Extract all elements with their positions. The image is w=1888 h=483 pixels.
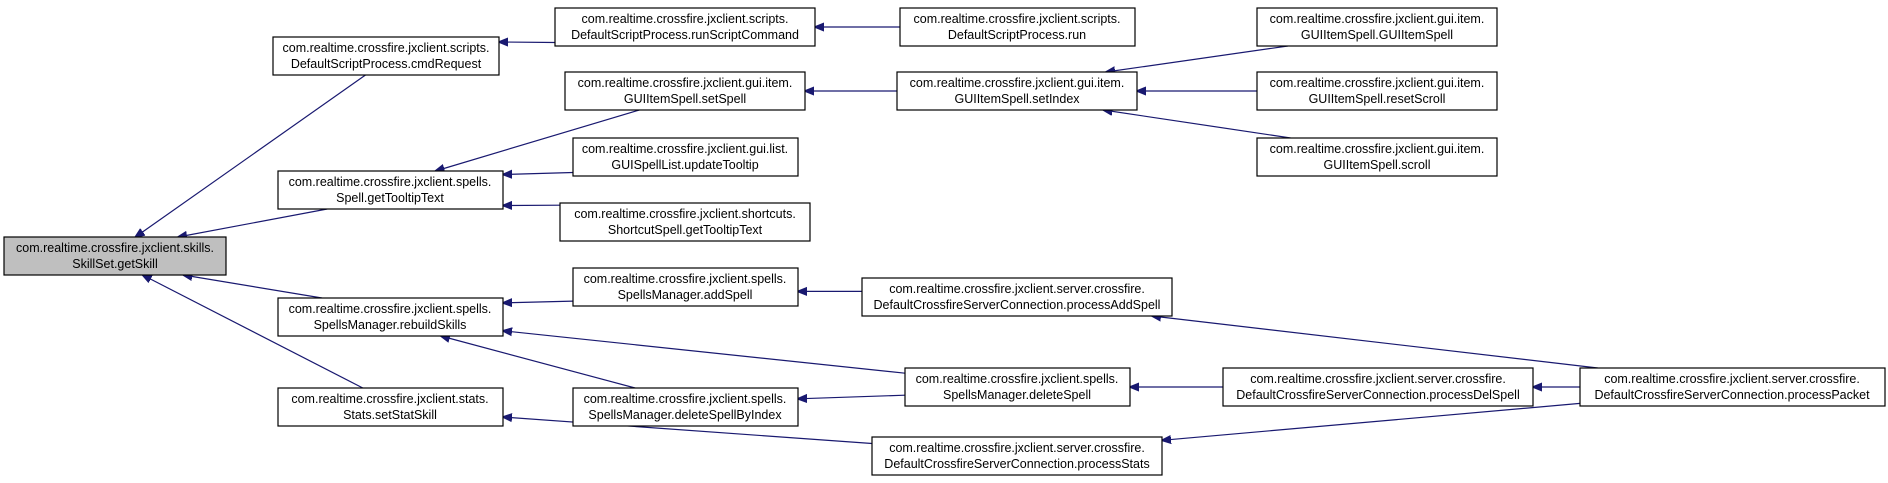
edge-guiItemSpellCtor-to-setIndex <box>1106 45 1288 72</box>
node-connection-processdelspell[interactable]: com.realtime.crossfire.jxclient.server.c… <box>1222 367 1534 407</box>
edge-line <box>1162 402 1581 440</box>
edge-runScriptCommand-to-cmdRequest <box>499 42 556 43</box>
node-package-label: com.realtime.crossfire.jxclient.gui.item… <box>1270 76 1485 90</box>
node-method-label: GUIItemSpell.scroll <box>1324 158 1431 172</box>
node-method-label: DefaultScriptProcess.cmdRequest <box>291 57 482 71</box>
node-defaultscriptprocess-runscriptcommand[interactable]: com.realtime.crossfire.jxclient.scripts.… <box>554 7 816 47</box>
node-method-label: SpellsManager.deleteSpellByIndex <box>588 408 782 422</box>
node-spellsmanager-deletespellbyindex[interactable]: com.realtime.crossfire.jxclient.spells. … <box>572 387 799 427</box>
node-defaultscriptprocess-cmdrequest[interactable]: com.realtime.crossfire.jxclient.scripts.… <box>272 36 500 76</box>
node-package-label: com.realtime.crossfire.jxclient.gui.item… <box>910 76 1125 90</box>
node-method-label: SpellsManager.rebuildSkills <box>314 318 467 332</box>
node-guiitemspell-setspell[interactable]: com.realtime.crossfire.jxclient.gui.item… <box>564 71 806 111</box>
node-spellsmanager-addspell[interactable]: com.realtime.crossfire.jxclient.spells. … <box>572 267 799 307</box>
node-package-label: com.realtime.crossfire.jxclient.scripts. <box>283 41 490 55</box>
node-package-label: com.realtime.crossfire.jxclient.server.c… <box>1250 372 1506 386</box>
node-connection-processaddspell[interactable]: com.realtime.crossfire.jxclient.server.c… <box>861 277 1173 317</box>
node-package-label: com.realtime.crossfire.jxclient.scripts. <box>582 12 789 26</box>
edge-deleteSpell-to-deleteSpellByIndex <box>798 395 906 399</box>
node-method-label: DefaultCrossfireServerConnection.process… <box>1236 388 1519 402</box>
node-method-label: SkillSet.getSkill <box>72 257 157 271</box>
node-spellsmanager-deletespell[interactable]: com.realtime.crossfire.jxclient.spells. … <box>904 367 1131 407</box>
node-method-label: GUIItemSpell.resetScroll <box>1309 92 1446 106</box>
edge-line <box>143 275 364 389</box>
node-skillset-getskill[interactable]: com.realtime.crossfire.jxclient.skills. … <box>3 236 227 276</box>
edge-line <box>1106 45 1288 72</box>
node-package-label: com.realtime.crossfire.jxclient.spells. <box>916 372 1119 386</box>
node-defaultscriptprocess-run[interactable]: com.realtime.crossfire.jxclient.scripts.… <box>899 7 1136 47</box>
node-method-label: SpellsManager.deleteSpell <box>943 388 1091 402</box>
edge-line <box>503 301 574 303</box>
node-package-label: com.realtime.crossfire.jxclient.gui.item… <box>1270 12 1485 26</box>
node-spell-gettooltiptext[interactable]: com.realtime.crossfire.jxclient.spells. … <box>277 170 504 210</box>
node-connection-processstats[interactable]: com.realtime.crossfire.jxclient.server.c… <box>871 436 1163 476</box>
edges-layer <box>135 27 1598 445</box>
edge-line <box>503 331 906 374</box>
node-method-label: GUISpellList.updateTooltip <box>611 158 758 172</box>
node-method-label: DefaultCrossfireServerConnection.process… <box>1594 388 1870 402</box>
node-spellsmanager-rebuildskills[interactable]: com.realtime.crossfire.jxclient.spells. … <box>277 297 504 337</box>
node-method-label: GUIItemSpell.setSpell <box>624 92 746 106</box>
node-package-label: com.realtime.crossfire.jxclient.gui.list… <box>582 142 788 156</box>
edge-deleteSpell-to-rebuildSkills <box>503 331 906 374</box>
node-guiitemspell-scroll[interactable]: com.realtime.crossfire.jxclient.gui.item… <box>1256 137 1498 177</box>
node-package-label: com.realtime.crossfire.jxclient.spells. <box>289 302 492 316</box>
node-method-label: Spell.getTooltipText <box>336 191 444 205</box>
edge-line <box>1152 316 1598 369</box>
node-guiitemspell-resetscroll[interactable]: com.realtime.crossfire.jxclient.gui.item… <box>1256 71 1498 111</box>
node-method-label: GUIItemSpell.setIndex <box>954 92 1080 106</box>
edge-line <box>1103 110 1291 139</box>
edge-setStatSkill-to-getSkill <box>143 275 364 389</box>
node-method-label: DefaultScriptProcess.run <box>948 28 1086 42</box>
edge-line <box>798 395 906 399</box>
node-method-label: DefaultCrossfireServerConnection.process… <box>884 457 1149 471</box>
edge-line <box>503 417 873 445</box>
edge-processPacket-to-processStats <box>1162 402 1581 440</box>
node-package-label: com.realtime.crossfire.jxclient.server.c… <box>1604 372 1860 386</box>
node-shortcutspell-gettooltiptext[interactable]: com.realtime.crossfire.jxclient.shortcut… <box>559 202 811 242</box>
node-method-label: Stats.setStatSkill <box>343 408 437 422</box>
node-stats-setstatskill[interactable]: com.realtime.crossfire.jxclient.stats. S… <box>277 387 504 427</box>
node-package-label: com.realtime.crossfire.jxclient.spells. <box>584 272 787 286</box>
edge-processStats-to-setStatSkill <box>503 417 873 445</box>
edge-line <box>178 208 328 237</box>
edge-rebuildSkills-to-getSkill <box>183 275 323 299</box>
node-method-label: DefaultCrossfireServerConnection.process… <box>874 298 1161 312</box>
edge-processPacket-to-processAddSpell <box>1152 316 1598 369</box>
edge-line <box>436 109 640 171</box>
edge-line <box>183 275 323 299</box>
edge-line <box>441 336 636 389</box>
node-package-label: com.realtime.crossfire.jxclient.gui.item… <box>1270 142 1485 156</box>
node-package-label: com.realtime.crossfire.jxclient.scripts. <box>914 12 1121 26</box>
edge-line <box>499 42 556 43</box>
edge-scroll-to-setIndex <box>1103 110 1291 139</box>
node-method-label: ShortcutSpell.getTooltipText <box>608 223 763 237</box>
edge-setSpell-to-getTooltipTextSpell <box>436 109 640 171</box>
node-package-label: com.realtime.crossfire.jxclient.shortcut… <box>574 207 796 221</box>
edge-line <box>503 173 574 175</box>
node-connection-processpacket[interactable]: com.realtime.crossfire.jxclient.server.c… <box>1579 367 1886 407</box>
node-package-label: com.realtime.crossfire.jxclient.stats. <box>291 392 488 406</box>
node-package-label: com.realtime.crossfire.jxclient.gui.item… <box>578 76 793 90</box>
node-package-label: com.realtime.crossfire.jxclient.spells. <box>289 175 492 189</box>
edge-getTooltipTextSpell-to-getSkill <box>178 208 328 237</box>
node-guiitemspell-setindex[interactable]: com.realtime.crossfire.jxclient.gui.item… <box>896 71 1138 111</box>
edge-addSpell-to-rebuildSkills <box>503 301 574 303</box>
edge-line <box>135 74 366 237</box>
edge-cmdRequest-to-getSkill <box>135 74 366 237</box>
node-package-label: com.realtime.crossfire.jxclient.skills. <box>16 241 214 255</box>
node-method-label: DefaultScriptProcess.runScriptCommand <box>571 28 799 42</box>
node-method-label: SpellsManager.addSpell <box>618 288 753 302</box>
node-guispelllist-updatetooltip[interactable]: com.realtime.crossfire.jxclient.gui.list… <box>572 137 799 177</box>
node-package-label: com.realtime.crossfire.jxclient.server.c… <box>889 441 1145 455</box>
node-guiitemspell-constructor[interactable]: com.realtime.crossfire.jxclient.gui.item… <box>1256 7 1498 47</box>
node-method-label: GUIItemSpell.GUIItemSpell <box>1301 28 1453 42</box>
edge-updateTooltip-to-getTooltipTextSpell <box>503 173 574 175</box>
node-package-label: com.realtime.crossfire.jxclient.server.c… <box>889 282 1145 296</box>
node-package-label: com.realtime.crossfire.jxclient.spells. <box>584 392 787 406</box>
edge-deleteSpellByIndex-to-rebuildSkills <box>441 336 636 389</box>
